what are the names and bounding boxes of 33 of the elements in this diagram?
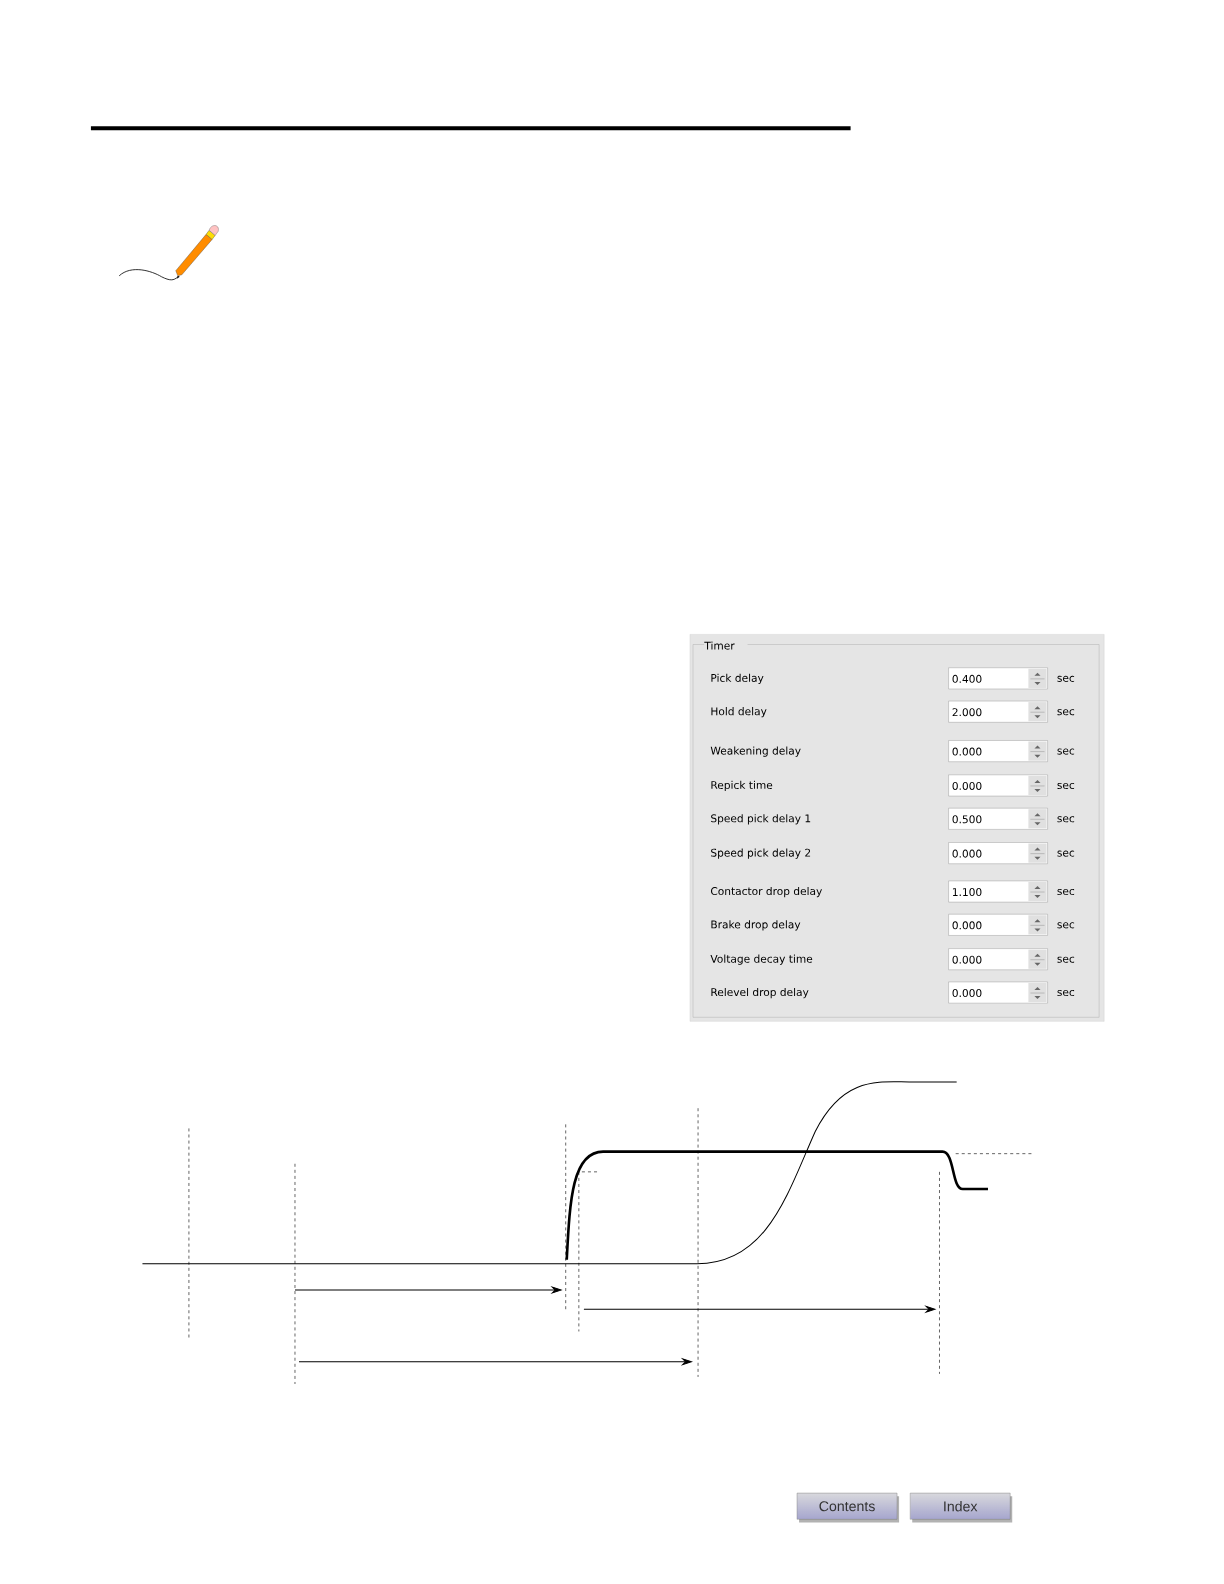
- value-field: 0.500: [948, 807, 1048, 830]
- value-field: 0.000: [948, 842, 1048, 864]
- unit-label: sec: [1057, 816, 1074, 823]
- setting-label: Relevel drop delay: [711, 987, 809, 999]
- nav-button: Contents: [796, 1492, 899, 1523]
- unit-label: sec: [1057, 990, 1074, 997]
- unit-label: sec: [1057, 675, 1074, 682]
- value-field: 0.000: [948, 981, 1048, 1004]
- unit-label: sec: [1057, 782, 1074, 789]
- unit-label: sec: [1057, 888, 1074, 896]
- setting-label: Weakening delay: [710, 746, 801, 757]
- group-title: Timer: [704, 641, 735, 650]
- setting-label: Speed pick delay 1: [710, 814, 810, 825]
- setting-label: Repick time: [711, 780, 773, 792]
- setting-label: Contactor drop delay: [710, 886, 822, 898]
- value-field: 2.000: [948, 700, 1048, 723]
- value-field: 0.000: [948, 740, 1048, 762]
- value-field: 0.400: [948, 667, 1048, 690]
- setting-label: Pick delay: [711, 673, 764, 684]
- value-field: 0.000: [948, 774, 1048, 797]
- nav-button: Index: [909, 1492, 1013, 1523]
- setting-label: Voltage decay time: [710, 954, 812, 965]
- value-field: 0.000: [948, 948, 1048, 970]
- unit-label: sec: [1057, 922, 1074, 929]
- unit-label: sec: [1057, 850, 1074, 857]
- setting-label: Speed pick delay 2: [710, 848, 810, 859]
- value-field: 1.100: [948, 880, 1048, 903]
- unit-label: sec: [1057, 956, 1074, 963]
- unit-label: sec: [1057, 748, 1074, 755]
- setting-label: Brake drop delay: [711, 920, 801, 931]
- value-field: 0.000: [948, 914, 1048, 936]
- setting-label: Hold delay: [711, 707, 767, 718]
- unit-label: sec: [1057, 709, 1074, 716]
